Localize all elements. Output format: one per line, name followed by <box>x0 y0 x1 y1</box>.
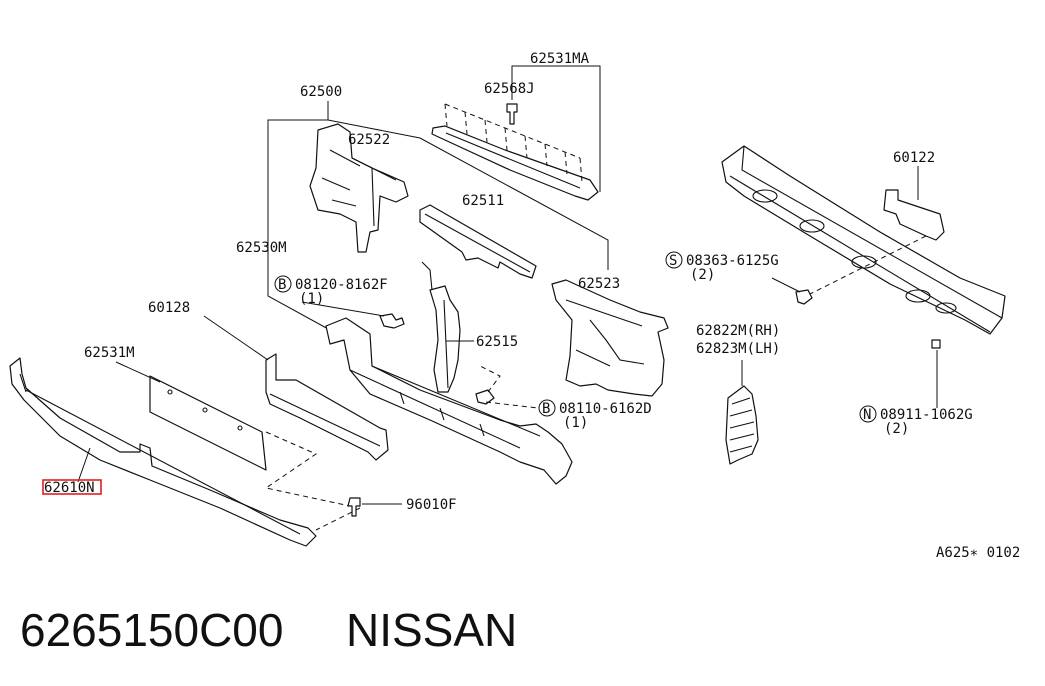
prefix-circle-b2 <box>538 399 556 417</box>
nut-08911 <box>931 339 941 408</box>
part-62511-shape <box>419 204 537 279</box>
prefix-circle-n <box>859 405 877 423</box>
label-62511: 62511 <box>462 193 504 209</box>
label-62568J: 62568J <box>484 81 535 97</box>
part-62531M-shape <box>115 361 361 531</box>
clip-96010F <box>347 497 402 517</box>
bolt-08110 <box>475 365 539 409</box>
label-08911-1062G: 08911-1062G <box>880 407 973 423</box>
label-62500: 62500 <box>300 84 342 100</box>
bolt-08363 <box>795 289 813 305</box>
label-08911-qty: (2) <box>884 421 909 437</box>
label-08120-8162F: 08120-8162F <box>295 277 388 293</box>
bolt-08120 <box>301 301 405 329</box>
caption-brand: NISSAN <box>346 604 517 656</box>
label-08120-qty: (1) <box>299 291 324 307</box>
part-62822M-shape <box>725 360 759 465</box>
label-60122: 60122 <box>893 150 935 166</box>
label-62822M-RH: 62822M(RH) <box>696 323 780 339</box>
label-08363-qty: (2) <box>690 267 715 283</box>
part-62531MA-shape <box>431 103 599 201</box>
part-62500-leader <box>267 101 609 331</box>
part-62515-shape <box>421 261 461 393</box>
prefix-b2: B <box>542 401 550 417</box>
label-60128: 60128 <box>148 300 190 316</box>
label-62523: 62523 <box>578 276 620 292</box>
prefix-n: N <box>863 407 871 423</box>
leader-60122 <box>805 166 927 297</box>
caption-part-number: 6265150C00 <box>20 604 283 656</box>
label-62531MA: 62531MA <box>530 51 590 67</box>
label-62522: 62522 <box>348 132 390 148</box>
part-60128-shape <box>203 315 389 461</box>
label-62515: 62515 <box>476 334 518 350</box>
label-62531M: 62531M <box>84 345 135 361</box>
clip-62568J <box>506 103 518 125</box>
prefix-b1: B <box>278 277 286 293</box>
prefix-circle-s <box>665 251 683 269</box>
prefix-s: S <box>669 253 677 269</box>
highlight-box-62610N <box>42 479 102 495</box>
label-96010F: 96010F <box>406 497 457 513</box>
prefix-circle-b1 <box>274 275 292 293</box>
label-62610N: 62610N <box>44 480 95 496</box>
label-08110-qty: (1) <box>563 415 588 431</box>
label-08110-6162D: 08110-6162D <box>559 401 652 417</box>
diagram-ref-code: A625∗ 0102 <box>936 545 1020 561</box>
label-08363-6125G: 08363-6125G <box>686 253 779 269</box>
part-62522-shape <box>309 123 409 253</box>
part-62530M-shape <box>325 317 573 485</box>
part-60122-shape <box>721 145 1006 335</box>
part-62610N-shape <box>9 357 317 547</box>
leader-08363 <box>771 277 801 293</box>
label-62530M: 62530M <box>236 240 287 256</box>
leader-62531MA <box>511 65 601 192</box>
bracket-60122 <box>883 189 945 241</box>
label-62823M-LH: 62823M(LH) <box>696 341 780 357</box>
part-62523-shape <box>551 279 669 397</box>
